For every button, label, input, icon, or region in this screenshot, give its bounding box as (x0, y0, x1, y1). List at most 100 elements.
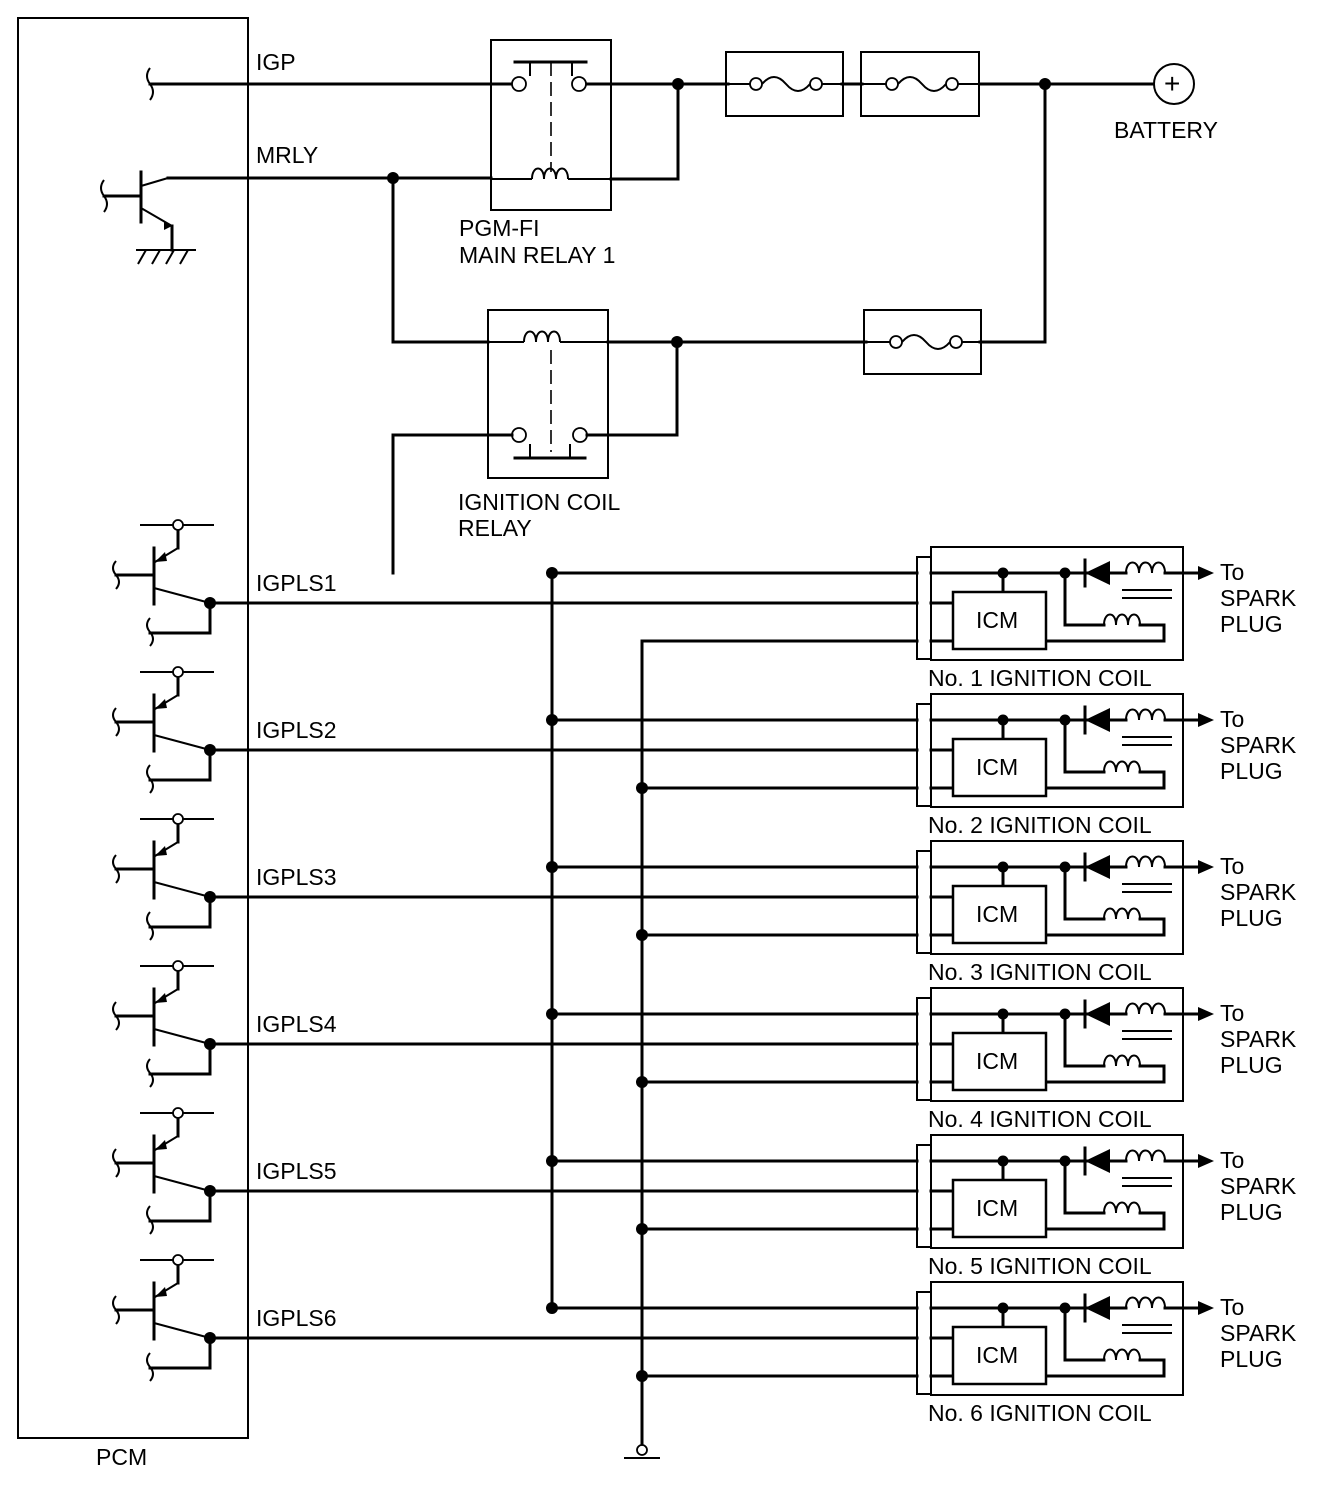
connector-icon (916, 703, 932, 807)
spark-plug-label-3: PLUG (1220, 758, 1283, 784)
battery-icon: + (1153, 63, 1195, 105)
arrow-icon (1163, 1154, 1214, 1168)
spark-plug-label-2: SPARK (1220, 732, 1297, 758)
icm-box (951, 884, 1048, 945)
igpls-label: IGPLS5 (256, 1158, 337, 1184)
spark-plug-label-2: SPARK (1220, 1320, 1297, 1346)
arrow-icon (1163, 1007, 1214, 1021)
spark-plug-label-1: To (1220, 1294, 1244, 1320)
spark-plug-label-2: SPARK (1220, 1026, 1297, 1052)
spark-plug-label-3: PLUG (1220, 905, 1283, 931)
diode-icon (1083, 705, 1110, 735)
inductor-icon (1103, 1002, 1172, 1068)
main-relay (490, 39, 612, 211)
spark-plug-label-1: To (1220, 559, 1244, 585)
relay-coil-icon (488, 330, 608, 343)
inductor-icon (1103, 1296, 1172, 1362)
main-relay-label-1: PGM-FI (459, 215, 540, 241)
connector-icon (112, 1001, 120, 1031)
icm-box (951, 1325, 1048, 1386)
icm-label: ICM (976, 1342, 1018, 1368)
transistor-icon (112, 813, 216, 941)
igpls-label: IGPLS4 (256, 1011, 337, 1037)
icm-label: ICM (976, 1195, 1018, 1221)
arrow-icon (1163, 566, 1214, 580)
transistor-icon (102, 170, 174, 252)
inductor-icon (1103, 561, 1172, 627)
relay-switch-icon (511, 427, 588, 460)
connector-icon (916, 556, 932, 660)
coil-relay-label-2: RELAY (458, 515, 532, 541)
coil-name-label: No. 1 IGNITION COIL (928, 665, 1152, 691)
mrly-circuit: MRLY (100, 82, 680, 344)
transistor-icon (112, 1107, 216, 1235)
icm-box (951, 737, 1048, 798)
ground-icon (624, 1444, 660, 1459)
arrow-icon (1163, 713, 1214, 727)
diode-icon (1083, 1293, 1110, 1323)
connector-icon (112, 707, 120, 737)
spark-plug-label-3: PLUG (1220, 611, 1283, 637)
coil-relay-label-1: IGNITION COIL (458, 489, 621, 515)
battery-symbol: + (1164, 68, 1180, 99)
ignition-coil-relay (487, 309, 609, 479)
connector-icon (916, 997, 932, 1101)
igp-label: IGP (256, 49, 296, 75)
icm-label: ICM (976, 1048, 1018, 1074)
pcm-label: PCM (96, 1444, 147, 1470)
igpls-label: IGPLS1 (256, 570, 337, 596)
connector-icon (112, 1295, 120, 1325)
fuse-icon (725, 51, 844, 117)
spark-plug-label-1: To (1220, 1000, 1244, 1026)
coil-name-label: No. 2 IGNITION COIL (928, 812, 1152, 838)
igpls-label: IGPLS6 (256, 1305, 337, 1331)
spark-plug-label-3: PLUG (1220, 1199, 1283, 1225)
coil-name-label: No. 5 IGNITION COIL (928, 1253, 1152, 1279)
battery-label: BATTERY (1114, 117, 1218, 143)
icm-box (951, 1178, 1048, 1239)
icm-label: ICM (976, 754, 1018, 780)
diode-icon (1083, 558, 1110, 588)
ground-icon (136, 249, 196, 265)
inductor-icon (1103, 855, 1172, 921)
spark-plug-label-2: SPARK (1220, 585, 1297, 611)
igp-circuit: IGP (146, 49, 1176, 101)
diode-icon (1083, 852, 1110, 882)
transistor-icon (112, 960, 216, 1088)
coil-name-label: No. 3 IGNITION COIL (928, 959, 1152, 985)
spark-plug-label-2: SPARK (1220, 1173, 1297, 1199)
connector-icon (916, 1291, 932, 1395)
icm-label: ICM (976, 607, 1018, 633)
igpls-label: IGPLS2 (256, 717, 337, 743)
fuse-icon (863, 309, 982, 375)
relay-wiring (391, 82, 1047, 575)
relay-switch-icon (511, 60, 588, 92)
coil-name-label: No. 6 IGNITION COIL (928, 1400, 1152, 1426)
icm-label: ICM (976, 901, 1018, 927)
spark-plug-label-1: To (1220, 1147, 1244, 1173)
arrow-icon (1163, 860, 1214, 874)
connector-icon (916, 1144, 932, 1248)
spark-plug-label-3: PLUG (1220, 1346, 1283, 1372)
main-relay-label-2: MAIN RELAY 1 (459, 242, 615, 268)
connector-icon (112, 854, 120, 884)
icm-box (951, 590, 1048, 651)
inductor-icon (1103, 1149, 1172, 1215)
mrly-label: MRLY (256, 142, 318, 168)
spark-plug-label-2: SPARK (1220, 879, 1297, 905)
connector-icon (916, 850, 932, 954)
inductor-icon (1103, 708, 1172, 774)
connector-icon (112, 1148, 120, 1178)
transistor-icon (112, 1254, 216, 1382)
transistor-icon (112, 666, 216, 794)
connector-icon (112, 560, 120, 590)
spark-plug-label-3: PLUG (1220, 1052, 1283, 1078)
diode-icon (1083, 1146, 1110, 1176)
